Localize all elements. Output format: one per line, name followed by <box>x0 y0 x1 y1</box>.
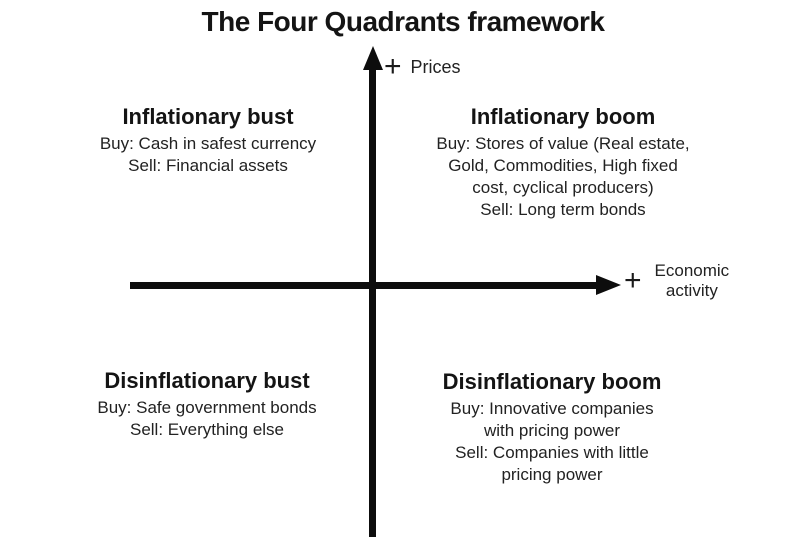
quadrant-disinflationary-bust: Disinflationary bust Buy: Safe governmen… <box>52 367 362 441</box>
plus-icon: + <box>384 50 402 83</box>
quadrant-line: Buy: Stores of value (Real estate, <box>436 134 690 153</box>
x-axis-label-group: + Economic activity <box>624 261 729 301</box>
quadrant-heading: Inflationary bust <box>122 104 294 129</box>
quadrant-line: Sell: Everything else <box>129 420 285 439</box>
y-axis-line <box>369 66 376 537</box>
quadrant-heading: Disinflationary bust <box>104 368 310 393</box>
right-arrowhead-icon <box>596 275 621 295</box>
quadrant-heading: Inflationary boom <box>470 104 656 129</box>
x-axis-line <box>130 282 597 289</box>
quadrant-line: Buy: Cash in safest currency <box>99 134 317 153</box>
quadrant-line: with pricing power <box>483 421 621 440</box>
quadrant-heading: Disinflationary boom <box>442 369 662 394</box>
x-axis-label: Economic activity <box>655 261 730 301</box>
quadrant-line: Buy: Safe government bonds <box>97 398 317 417</box>
quadrant-line: Sell: Long term bonds <box>480 200 646 219</box>
up-arrowhead-icon <box>363 46 383 70</box>
diagram-title: The Four Quadrants framework <box>201 6 605 37</box>
quadrant-inflationary-boom: Inflationary boom Buy: Stores of value (… <box>408 103 718 221</box>
y-axis-label-group: + Prices <box>384 52 461 82</box>
quadrant-line: cost, cyclical producers) <box>472 178 654 197</box>
y-axis-label: Prices <box>410 56 461 77</box>
quadrant-disinflationary-boom: Disinflationary boom Buy: Innovative com… <box>397 368 707 486</box>
x-axis-label-line: Economic <box>654 261 730 280</box>
quadrant-line: Gold, Commodities, High fixed <box>448 156 678 175</box>
plus-icon: + <box>624 264 642 297</box>
quadrant-inflationary-bust: Inflationary bust Buy: Cash in safest cu… <box>53 103 363 177</box>
quadrant-line: Sell: Financial assets <box>128 156 288 175</box>
x-axis-label-line: activity <box>665 281 718 300</box>
quadrant-line: pricing power <box>501 465 603 484</box>
quadrant-line: Sell: Companies with little <box>455 443 649 462</box>
quadrant-line: Buy: Innovative companies <box>450 399 654 418</box>
